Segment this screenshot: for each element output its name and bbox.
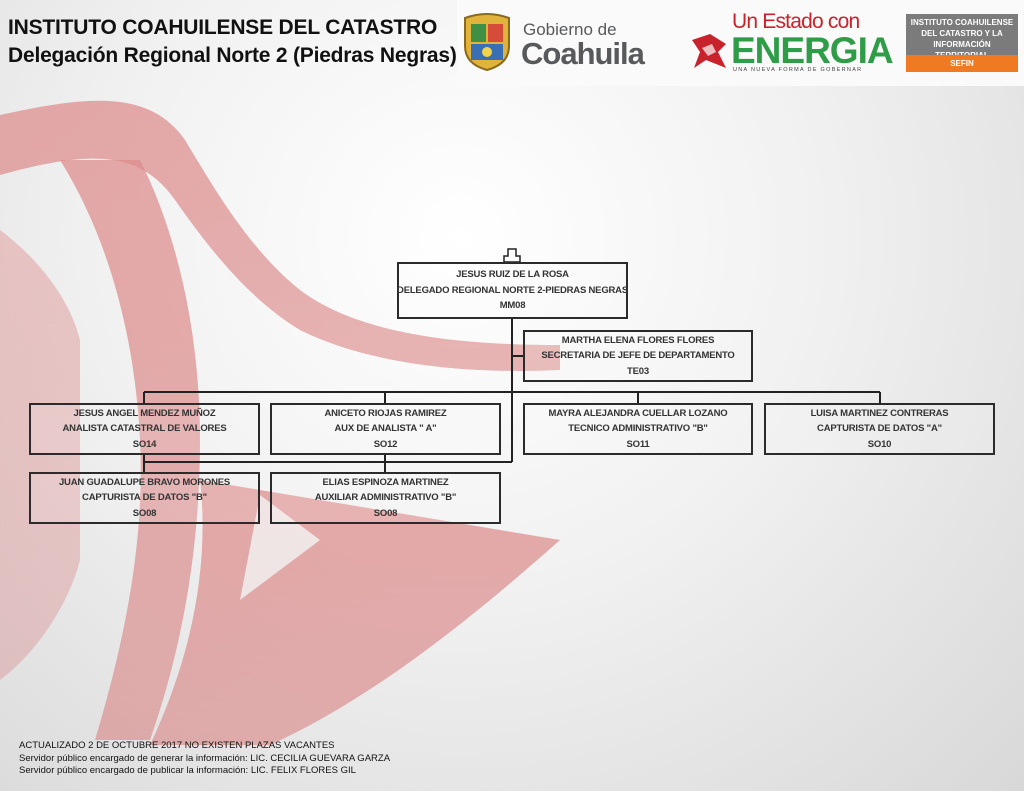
node-name: JESUS RUIZ DE LA ROSA [456, 269, 569, 281]
node-role: TECNICO ADMINISTRATIVO "B" [568, 423, 708, 435]
node-role: AUXILIAR ADMINISTRATIVO "B" [314, 492, 457, 504]
org-home-icon [503, 247, 521, 263]
footer-publisher-note: Servidor público encargado de publicar l… [19, 765, 356, 776]
sefin-badge: SEFIN [906, 55, 1018, 72]
instituto-line2: DEL CATASTRO Y LA [921, 29, 1003, 38]
org-node-staff: JESUS ANGEL MENDEZ MUÑOZ ANALISTA CATAST… [29, 403, 260, 455]
energia-label-small: Un Estado con [732, 10, 860, 33]
node-role: DELEGADO REGIONAL NORTE 2-PIEDRAS NEGRAS [397, 284, 628, 296]
coat-of-arms-logo [464, 13, 510, 72]
instituto-logo: INSTITUTO COAHUILENSE DEL CATASTRO Y LA … [906, 14, 1018, 72]
gobierno-label-large: Coahuila [521, 36, 645, 71]
org-node-assistant: MARTHA ELENA FLORES FLORES SECRETARIA DE… [523, 330, 753, 382]
energia-tagline: UNA NUEVA FORMA DE GOBERNAR [733, 67, 863, 73]
node-role: ANALISTA CATASTRAL DE VALORES [62, 423, 227, 435]
org-node-staff: ANICETO RIOJAS RAMIREZ AUX DE ANALISTA "… [270, 403, 501, 455]
page-title: INSTITUTO COAHUILENSE DEL CATASTRO [8, 16, 438, 39]
footer-generator-note: Servidor público encargado de generar la… [19, 752, 391, 764]
node-code: SO14 [132, 438, 157, 450]
page-subtitle: Delegación Regional Norte 2 (Piedras Neg… [8, 44, 457, 67]
node-role: SECRETARIA DE JEFE DE DEPARTAMENTO [541, 350, 735, 362]
node-name: ANICETO RIOJAS RAMIREZ [324, 407, 447, 419]
node-name: JESUS ANGEL MENDEZ MUÑOZ [73, 407, 216, 419]
node-code: SO08 [132, 507, 157, 519]
node-name: JUAN GUADALUPE BRAVO MORONES [58, 476, 231, 488]
node-role: AUX DE ANALISTA " A" [334, 423, 437, 435]
org-node-staff: MAYRA ALEJANDRA CUELLAR LOZANO TECNICO A… [523, 403, 753, 455]
instituto-line1: INSTITUTO COAHUILENSE [910, 18, 1014, 27]
node-role: CAPTURISTA DE DATOS "B" [82, 492, 207, 504]
org-node-sub: JUAN GUADALUPE BRAVO MORONES CAPTURISTA … [29, 472, 260, 524]
footer-notes: ACTUALIZADO 2 DE OCTUBRE 2017 NO EXISTEN… [19, 740, 390, 778]
org-node-sub: ELIAS ESPINOZA MARTINEZ AUXILIAR ADMINIS… [270, 472, 501, 524]
node-role: CAPTURISTA DE DATOS "A" [817, 423, 942, 435]
footer-update-note: ACTUALIZADO 2 DE OCTUBRE 2017 NO EXISTEN… [19, 740, 335, 751]
gobierno-label-small: Gobierno de [523, 20, 617, 39]
node-name: MARTHA ELENA FLORES FLORES [561, 334, 715, 346]
node-name: LUISA MARTINEZ CONTRERAS [810, 407, 949, 419]
node-code: TE03 [627, 365, 649, 377]
node-name: ELIAS ESPINOZA MARTINEZ [322, 476, 449, 488]
energia-label-large: ENERGIA [731, 30, 894, 71]
energia-star-icon [692, 34, 726, 68]
node-code: MM08 [499, 300, 526, 312]
node-code: SO12 [373, 438, 398, 450]
node-code: SO08 [373, 507, 398, 519]
node-name: MAYRA ALEJANDRA CUELLAR LOZANO [548, 407, 728, 419]
node-code: SO10 [867, 438, 892, 450]
org-node-head: JESUS RUIZ DE LA ROSA DELEGADO REGIONAL … [397, 262, 628, 319]
org-node-staff: LUISA MARTINEZ CONTRERAS CAPTURISTA DE D… [764, 403, 995, 455]
node-code: SO11 [626, 438, 650, 450]
